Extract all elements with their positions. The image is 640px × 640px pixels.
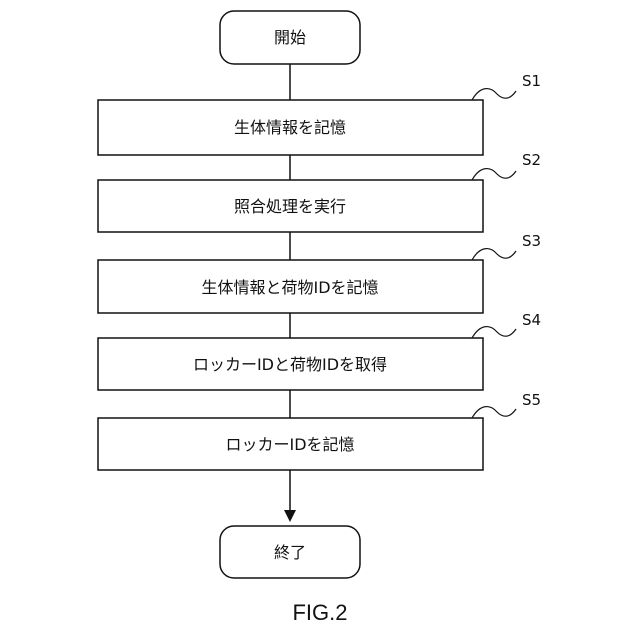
process-label-s2: 照合処理を実行 <box>234 197 346 216</box>
flowchart: 開始 生体情報を記憶 S1 照合処理を実行 S2 生体情報と荷物IDを記憶 S3… <box>0 0 640 600</box>
start-terminal-label: 開始 <box>274 28 306 47</box>
process-step-s5: ロッカーIDを記憶 S5 <box>98 391 541 470</box>
process-label-s4: ロッカーIDと荷物IDを取得 <box>193 355 387 374</box>
process-label-s3: 生体情報と荷物IDを記憶 <box>201 278 378 297</box>
arrowhead-to-end <box>284 510 296 522</box>
step-id-s4: S4 <box>522 311 541 329</box>
process-step-s2: 照合処理を実行 S2 <box>98 151 541 232</box>
process-step-s4: ロッカーIDと荷物IDを取得 S4 <box>98 311 541 390</box>
process-step-s3: 生体情報と荷物IDを記憶 S3 <box>98 232 541 313</box>
step-leader-s5 <box>472 407 516 418</box>
figure-caption: FIG.2 <box>0 600 640 626</box>
process-step-s1: 生体情報を記憶 S1 <box>98 72 541 155</box>
step-leader-s4 <box>472 327 516 338</box>
start-terminal: 開始 <box>220 11 360 64</box>
step-id-s5: S5 <box>522 391 541 409</box>
process-label-s1: 生体情報を記憶 <box>234 118 346 137</box>
process-label-s5: ロッカーIDを記憶 <box>225 435 354 454</box>
end-terminal: 終了 <box>220 526 360 578</box>
end-terminal-label: 終了 <box>274 543 306 562</box>
step-leader-s3 <box>472 249 516 260</box>
step-id-s3: S3 <box>522 232 541 250</box>
step-leader-s1 <box>472 89 516 100</box>
step-id-s2: S2 <box>522 151 541 169</box>
step-leader-s2 <box>472 169 516 180</box>
step-id-s1: S1 <box>522 72 541 90</box>
